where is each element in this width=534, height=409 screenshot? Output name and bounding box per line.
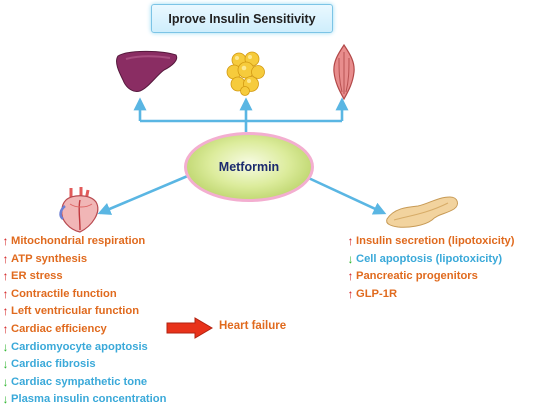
down-arrow-icon: ↓ — [2, 357, 9, 372]
up-arrow-icon: ↑ — [2, 234, 9, 248]
up-arrow-icon: ↑ — [2, 269, 9, 284]
pancreas-effect-item-label: Cell apoptosis (lipotoxicity) — [356, 252, 503, 265]
up-arrow-icon: ↑ — [2, 304, 9, 319]
liver-icon — [116, 50, 178, 92]
heart-effect-item: ↓Cardiac sympathetic tone — [1, 374, 166, 392]
heart-failure-arrow — [166, 317, 213, 339]
pancreas-effect-item-label: Pancreatic progenitors — [356, 270, 478, 283]
heart-effect-item-label: Cardiac fibrosis — [11, 358, 96, 371]
arrow-to-pancreas — [301, 173, 387, 215]
down-arrow-icon: ↓ — [2, 392, 9, 407]
up-arrow-icon: ↑ — [347, 234, 354, 248]
heart-effect-item-label: ATP synthesis — [11, 252, 88, 265]
heart-failure-label: Heart failure — [219, 320, 287, 332]
heart-effect-item-label: ER stress — [11, 270, 63, 283]
heart-effect-item: ↑Cardiac efficiency — [1, 321, 166, 339]
heart-effect-item: ↑Mitochondrial respiration — [1, 233, 166, 251]
heart-effect-item-label: Plasma insulin concentration — [11, 393, 167, 406]
heart-effect-item: ↓Cardiomyocyte apoptosis — [1, 339, 166, 357]
arrow-to-heart — [97, 173, 191, 215]
pancreas-icon — [386, 196, 458, 228]
heart-effect-item-label: Cardiac sympathetic tone — [11, 375, 148, 388]
up-arrow-icon: ↑ — [2, 251, 9, 266]
up-arrow-icon: ↑ — [2, 286, 9, 301]
pancreas-effect-item: ↑Pancreatic progenitors — [346, 268, 515, 286]
heart-effect-item: ↓Cardiac fibrosis — [1, 356, 166, 374]
up-arrow-icon: ↑ — [347, 286, 354, 301]
up-arrow-icon: ↑ — [347, 269, 354, 284]
heart-effect-item-label: Cardiomyocyte apoptosis — [11, 340, 148, 353]
heart-effect-item-label: Cardiac efficiency — [11, 322, 107, 335]
down-arrow-icon: ↓ — [2, 374, 9, 389]
up-arrow-icon: ↑ — [2, 321, 9, 336]
pancreas-effect-item-label: GLP-1R — [356, 287, 398, 300]
pancreas-effects-list: ↑Insulin secretion (lipotoxicity)↓Cell a… — [346, 233, 515, 303]
down-arrow-icon: ↓ — [2, 339, 9, 354]
adipose-tissue-icon — [226, 51, 265, 96]
metformin-node: Metformin — [184, 132, 314, 202]
heart-effect-item: ↑Contractile function — [1, 286, 166, 304]
pancreas-effect-item: ↓Cell apoptosis (lipotoxicity) — [346, 251, 515, 269]
heart-effect-item-label: Mitochondrial respiration — [11, 235, 146, 247]
heart-effect-item: ↓Plasma insulin concentration — [1, 391, 167, 409]
heart-effect-item: ↑ATP synthesis — [1, 251, 166, 269]
insulin-sensitivity-title: Iprove Insulin Sensitivity — [151, 4, 333, 33]
heart-effect-item-label: Contractile function — [11, 287, 117, 300]
down-arrow-icon: ↓ — [347, 251, 354, 266]
heart-effects-list: ↑Mitochondrial respiration↑ATP synthesis… — [1, 233, 167, 409]
heart-effect-item: ↑Left ventricular function — [1, 303, 166, 321]
heart-icon — [59, 187, 99, 233]
pancreas-effect-item: ↑Insulin secretion (lipotoxicity) — [346, 233, 515, 251]
pancreas-effect-item: ↑GLP-1R — [346, 286, 515, 304]
pancreas-effect-item-label: Insulin secretion (lipotoxicity) — [356, 235, 515, 247]
muscle-icon — [333, 44, 355, 100]
heart-effect-item: ↑ER stress — [1, 268, 166, 286]
heart-effect-item-label: Left ventricular function — [11, 305, 140, 318]
